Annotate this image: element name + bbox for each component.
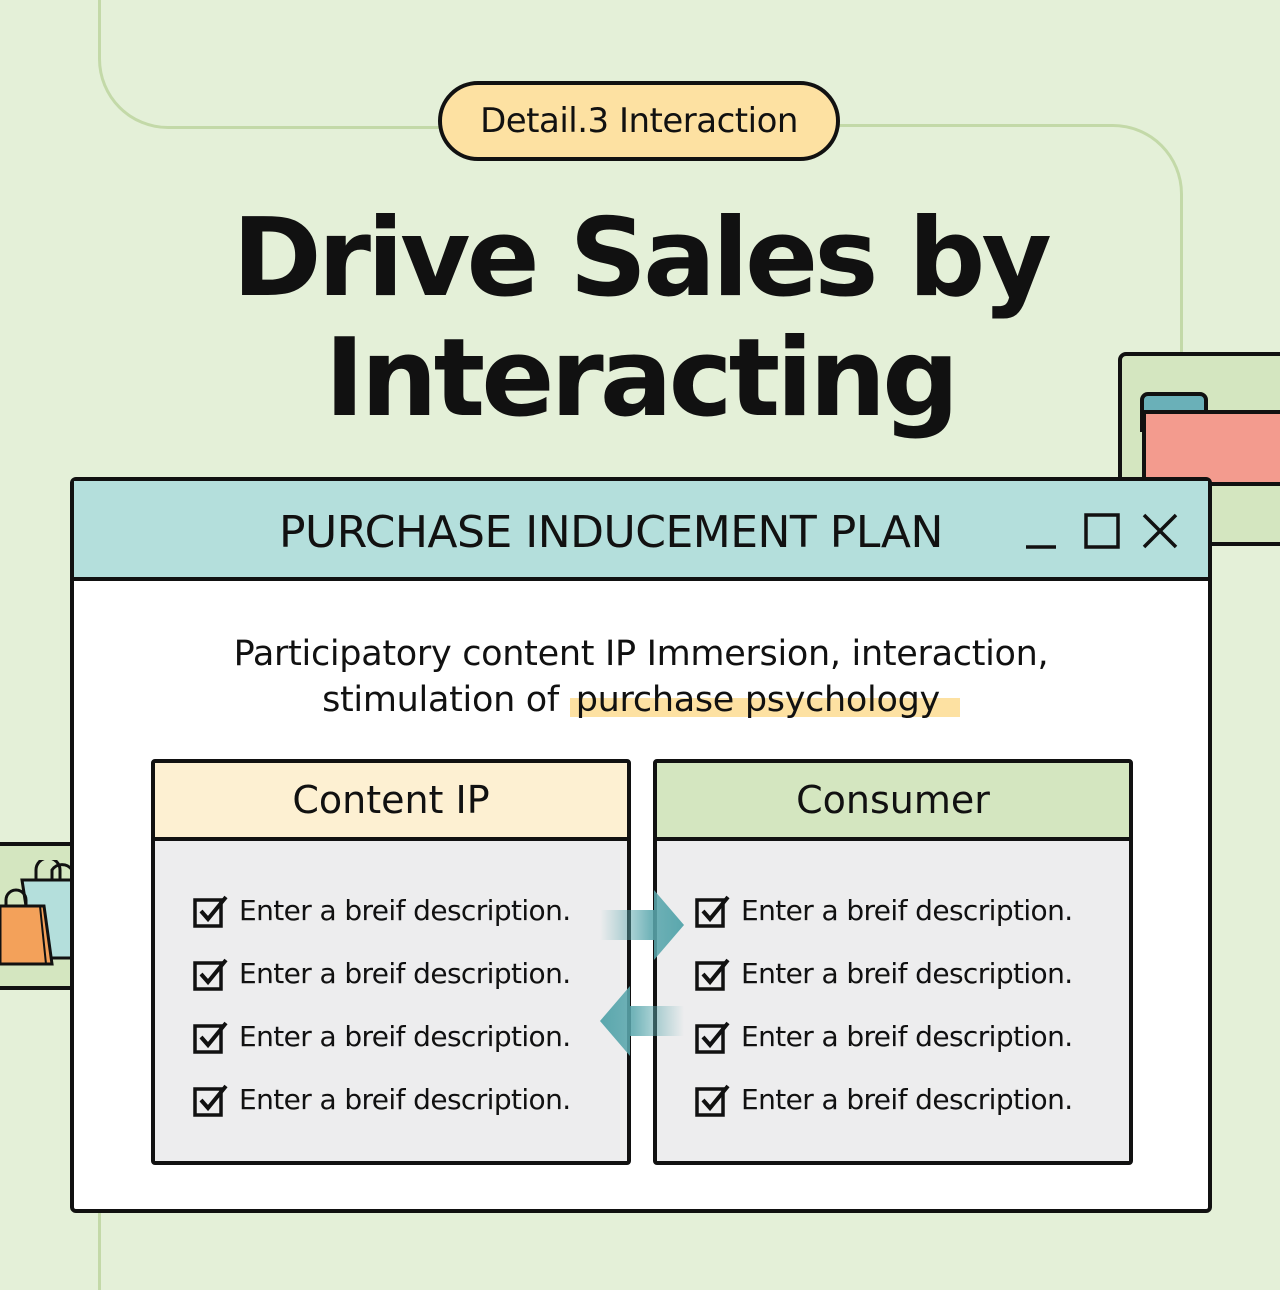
list-item[interactable]: Enter a breif description. (695, 879, 1129, 942)
list-item[interactable]: Enter a breif description. (193, 1005, 627, 1068)
list-item[interactable]: Enter a breif description. (695, 1068, 1129, 1131)
description-line-1: Participatory content IP Immersion, inte… (233, 634, 1049, 674)
section-badge: Detail.3 Interaction (438, 81, 840, 161)
headline-line-2: Interacting (324, 316, 960, 441)
list-item[interactable]: Enter a breif description. (695, 1005, 1129, 1068)
list-item[interactable]: Enter a breif description. (193, 879, 627, 942)
consumer-panel: Consumer Enter a breif description. Ente… (653, 759, 1133, 1165)
description-highlight: purchase psychology (569, 680, 960, 720)
list-item-text: Enter a breif description. (741, 1020, 1073, 1053)
consumer-list: Enter a breif description. Enter a breif… (657, 841, 1129, 1131)
list-item-text: Enter a breif description. (741, 1083, 1073, 1116)
consumer-title: Consumer (657, 763, 1129, 841)
checkbox-icon (193, 1084, 228, 1117)
list-item-text: Enter a breif description. (741, 894, 1073, 927)
list-item-text: Enter a breif description. (239, 1083, 571, 1116)
window-title: PURCHASE INDUCEMENT PLAN (279, 507, 943, 558)
checkbox-icon (695, 958, 730, 991)
list-item-text: Enter a breif description. (239, 957, 571, 990)
decorative-line (98, 1210, 101, 1290)
close-icon[interactable] (1140, 511, 1180, 551)
content-ip-panel: Content IP Enter a breif description. En… (151, 759, 631, 1165)
section-badge-label: Detail.3 Interaction (480, 101, 798, 141)
decorative-line (98, 0, 481, 129)
list-item-text: Enter a breif description. (239, 1020, 571, 1053)
checkbox-icon (193, 958, 228, 991)
folder-icon-body (1142, 410, 1280, 486)
plan-description: Participatory content IP Immersion, inte… (74, 631, 1208, 723)
headline-line-1: Drive Sales by (232, 196, 1052, 321)
purchase-plan-window: PURCHASE INDUCEMENT PLAN Participatory c… (70, 477, 1212, 1213)
list-item-text: Enter a breif description. (239, 894, 571, 927)
maximize-icon[interactable] (1082, 511, 1122, 551)
minimize-icon[interactable] (1022, 511, 1062, 551)
decorative-line (800, 124, 1183, 387)
content-ip-list: Enter a breif description. Enter a breif… (155, 841, 627, 1131)
list-item[interactable]: Enter a breif description. (193, 1068, 627, 1131)
checkbox-icon (695, 1084, 730, 1117)
list-item-text: Enter a breif description. (741, 957, 1073, 990)
content-ip-title: Content IP (155, 763, 627, 841)
description-line-2: stimulation of purchase psychology (74, 677, 1208, 723)
window-title-bar: PURCHASE INDUCEMENT PLAN (74, 481, 1208, 581)
checkbox-icon (695, 895, 730, 928)
checkbox-icon (193, 1021, 228, 1054)
list-item[interactable]: Enter a breif description. (193, 942, 627, 1005)
list-item[interactable]: Enter a breif description. (695, 942, 1129, 1005)
checkbox-icon (193, 895, 228, 928)
description-prefix: stimulation of (322, 680, 570, 720)
checkbox-icon (695, 1021, 730, 1054)
arrow-right-icon (600, 890, 684, 960)
arrow-left-icon (600, 986, 684, 1056)
